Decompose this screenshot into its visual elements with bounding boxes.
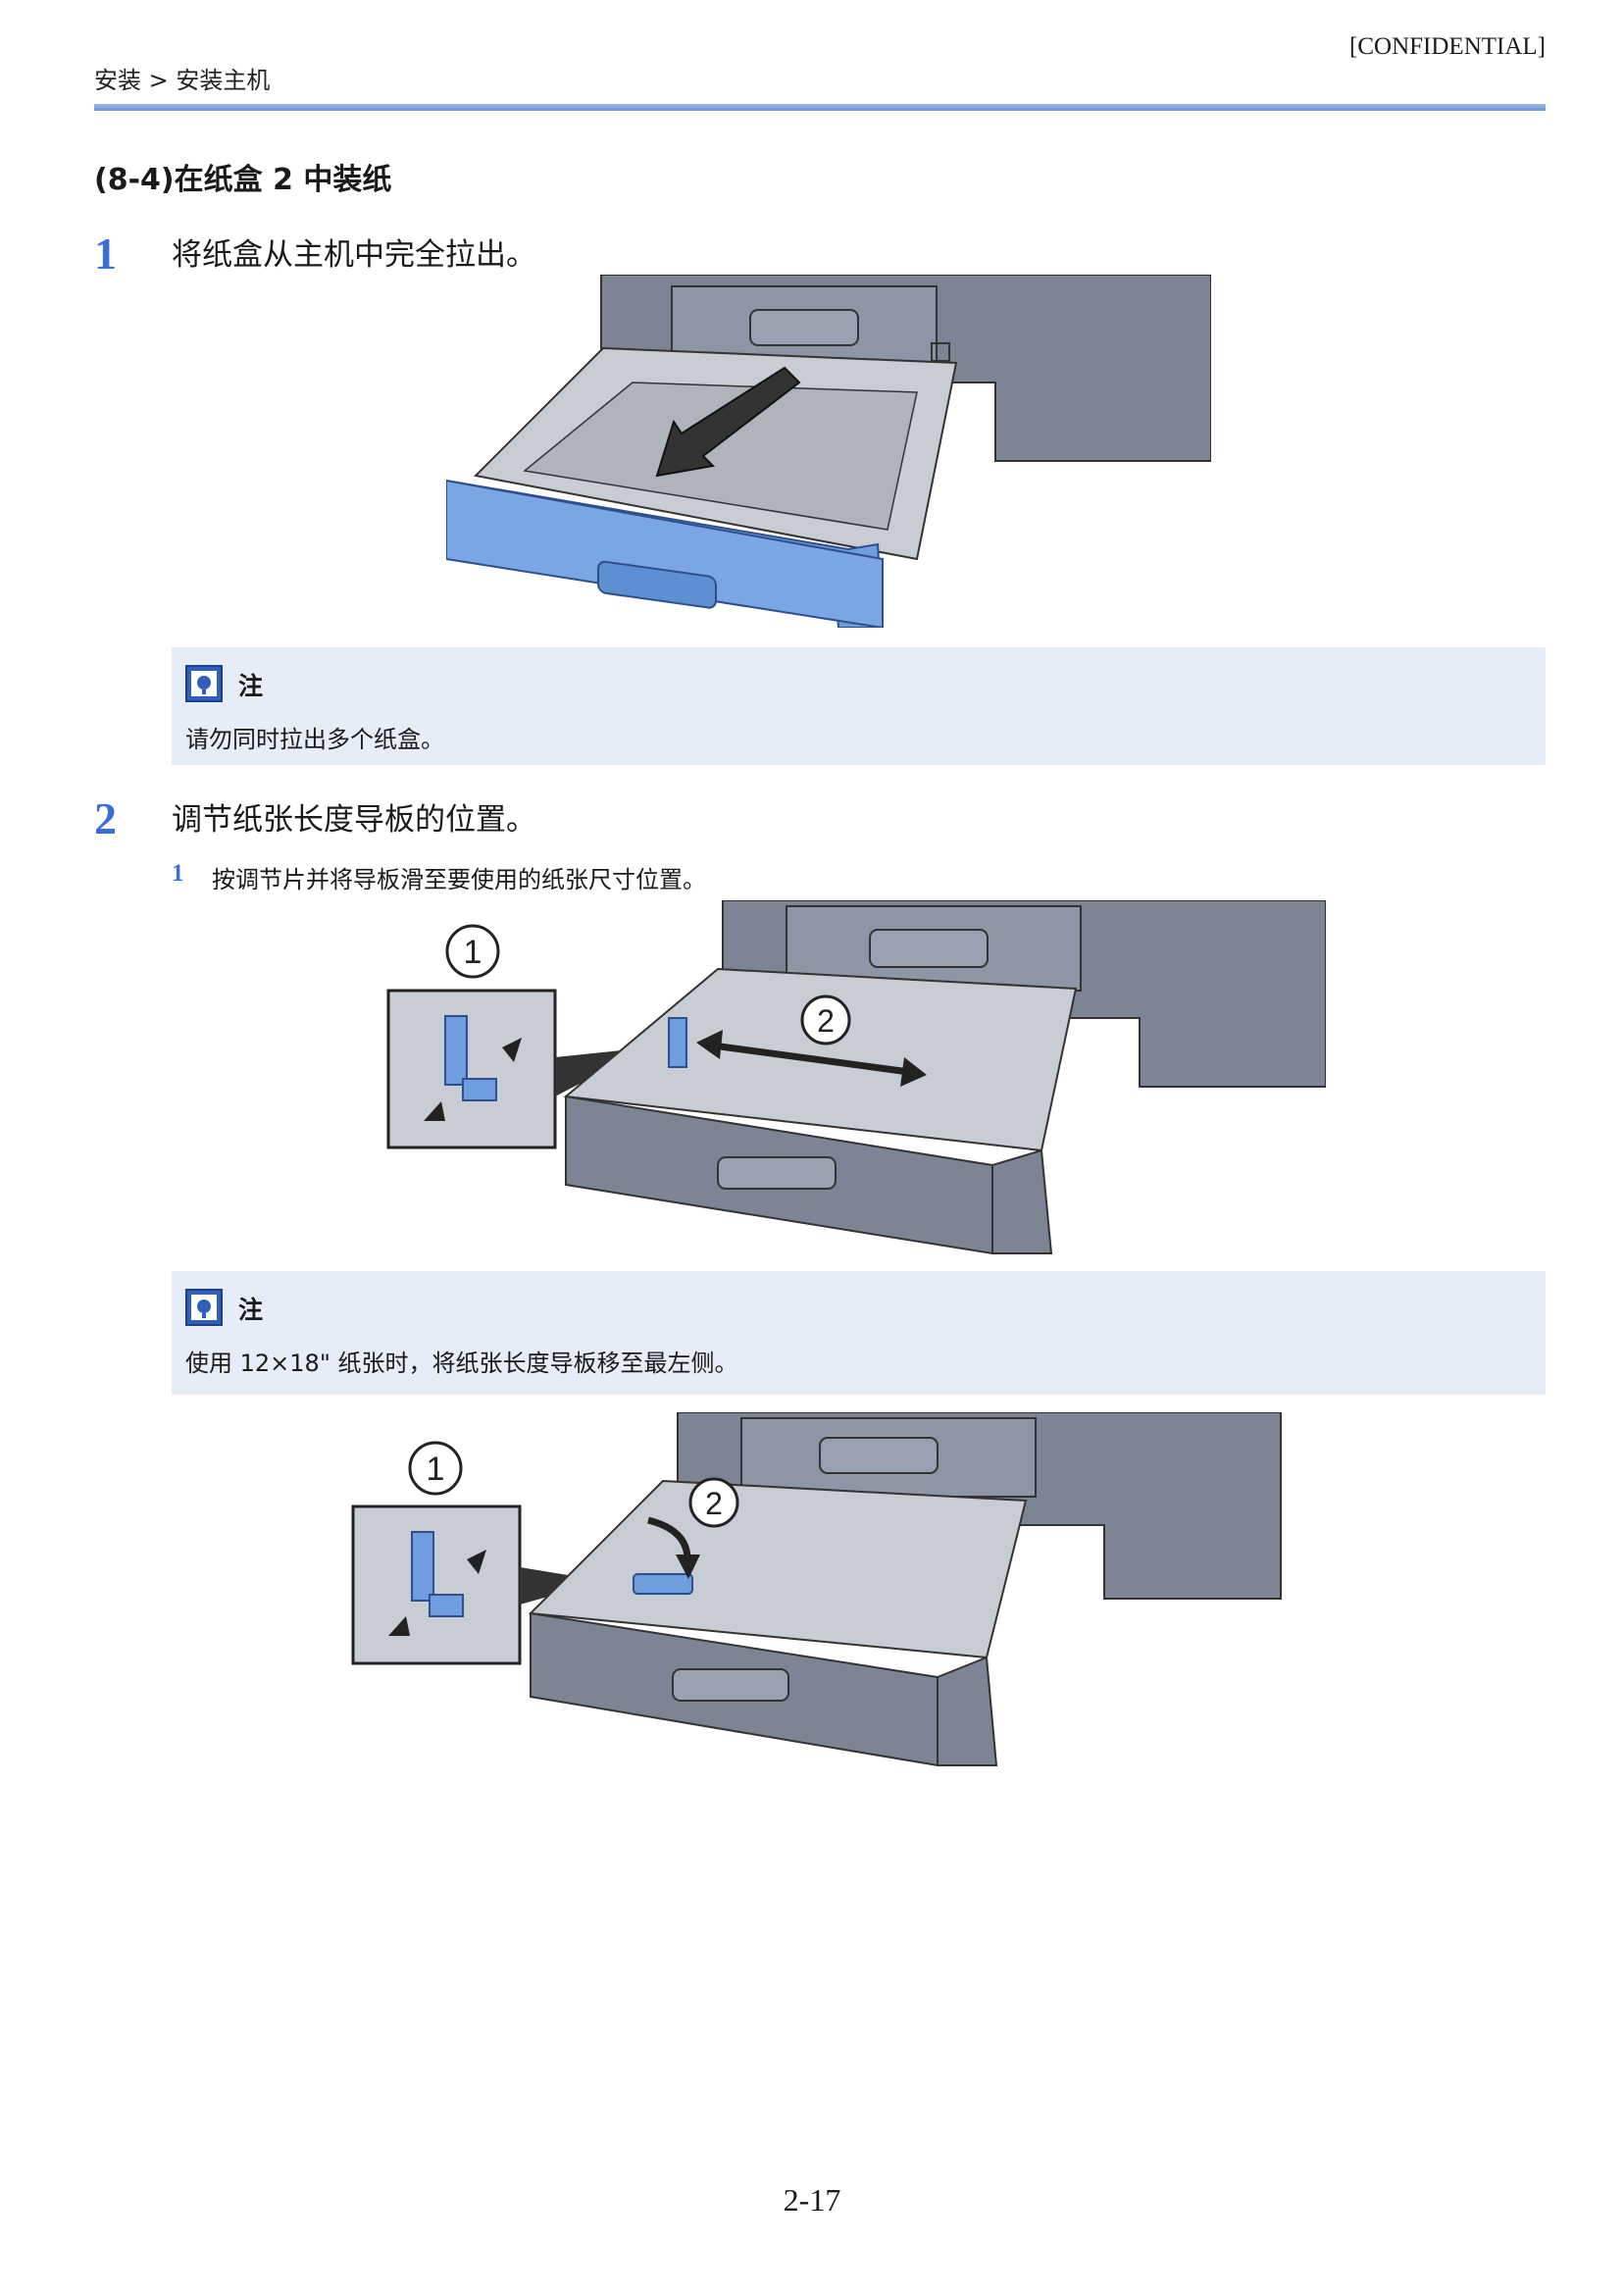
step-1-text: 将纸盒从主机中完全拉出。 [172, 237, 536, 273]
note-label: 注 [238, 672, 264, 700]
page-number: 2-17 [783, 2182, 841, 2218]
callout-1: 1 [427, 1451, 445, 1488]
note-label: 注 [238, 1296, 264, 1324]
length-guide-leftmost-illustration: 1 2 [351, 1412, 1282, 1767]
tray-pull-out-illustration [446, 275, 1211, 628]
length-guide-adjust-illustration: 1 2 [386, 900, 1326, 1255]
callout-1: 1 [464, 934, 482, 971]
note-icon [185, 1289, 223, 1326]
substep-1-text: 按调节片并将导板滑至要使用的纸张尺寸位置。 [212, 866, 706, 893]
note-box-1: 注 请勿同时拉出多个纸盒。 [172, 647, 1546, 765]
substep-1-number: 1 [172, 860, 184, 887]
note-text: 请勿同时拉出多个纸盒。 [185, 726, 444, 753]
step-2-number: 2 [94, 793, 117, 843]
callout-2: 2 [817, 1003, 835, 1039]
breadcrumb: 安装 > 安装主机 [94, 67, 271, 94]
note-box-2: 注 使用 12×18" 纸张时，将纸张长度导板移至最左侧。 [172, 1271, 1546, 1395]
step-1-number: 1 [94, 229, 117, 279]
note-icon [185, 665, 223, 702]
confidential-label: [CONFIDENTIAL] [1349, 33, 1546, 60]
header-divider [94, 104, 1546, 111]
callout-2: 2 [705, 1486, 723, 1521]
section-title: (8-4)在纸盒 2 中装纸 [94, 163, 392, 197]
step-2-text: 调节纸张长度导板的位置。 [172, 802, 536, 838]
note-text: 使用 12×18" 纸张时，将纸张长度导板移至最左侧。 [185, 1350, 738, 1377]
